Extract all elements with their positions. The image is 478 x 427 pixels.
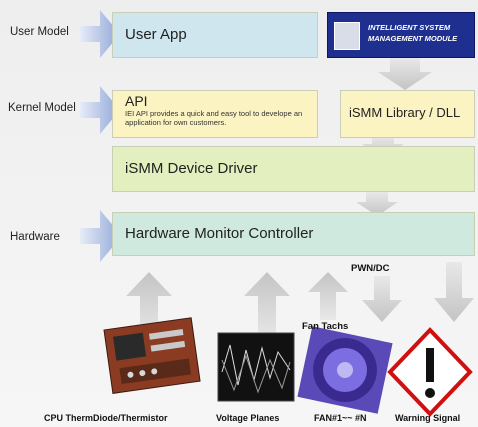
logo-to-dll-arrow bbox=[378, 58, 432, 90]
ismm-library-title: iSMM Library / DLL bbox=[349, 105, 461, 120]
hardware-monitor-box: Hardware Monitor Controller bbox=[112, 212, 475, 256]
ismm-logo-text: INTELLIGENT SYSTEM MANAGEMENT MODULE bbox=[368, 22, 472, 44]
fan-label: FAN#1~~ #N bbox=[314, 413, 367, 423]
warning-down-arrow bbox=[434, 262, 474, 322]
hardware-monitor-title: Hardware Monitor Controller bbox=[125, 225, 314, 242]
logo-line-2: MANAGEMENT MODULE bbox=[368, 34, 458, 43]
api-box: API IEI API provides a quick and easy to… bbox=[112, 90, 318, 138]
ismm-driver-title: iSMM Device Driver bbox=[125, 160, 258, 177]
ismm-emblem-icon bbox=[334, 22, 360, 50]
fan-image bbox=[297, 326, 393, 414]
pwm-dc-label: PWN/DC bbox=[351, 263, 390, 274]
hardware-arrow bbox=[80, 210, 122, 262]
api-description: IEI API provides a quick and easy tool t… bbox=[125, 109, 303, 127]
cpu-board-image bbox=[103, 317, 201, 394]
logo-line-1: INTELLIGENT SYSTEM bbox=[368, 23, 451, 32]
fan-tachs-label: Fan Tachs bbox=[302, 321, 349, 332]
ismm-driver-box: iSMM Device Driver bbox=[112, 146, 475, 192]
pwm-down-arrow bbox=[362, 276, 402, 322]
cpu-up-arrow bbox=[126, 272, 172, 340]
user-model-arrow bbox=[80, 10, 120, 58]
ismm-logo: INTELLIGENT SYSTEM MANAGEMENT MODULE bbox=[327, 12, 475, 58]
cpu-label: CPU ThermDiode/Thermistor bbox=[44, 413, 168, 423]
hardware-label: Hardware bbox=[10, 231, 60, 243]
api-title: API bbox=[125, 93, 148, 109]
voltage-plot-image bbox=[217, 332, 295, 402]
driver-to-hmc-arrow bbox=[356, 192, 398, 216]
fan-up-arrow bbox=[308, 272, 348, 320]
voltage-up-arrow bbox=[244, 272, 290, 340]
warning-label: Warning Signal bbox=[395, 413, 461, 423]
user-model-label: User Model bbox=[10, 26, 69, 38]
warning-sign-image bbox=[387, 327, 473, 417]
kernel-model-label: Kernel Model bbox=[8, 102, 76, 114]
kernel-model-arrow bbox=[80, 86, 120, 134]
voltage-label: Voltage Planes bbox=[216, 413, 280, 423]
user-app-title: User App bbox=[125, 26, 187, 43]
ismm-library-box: iSMM Library / DLL bbox=[340, 90, 475, 138]
user-app-box: User App bbox=[112, 12, 318, 58]
